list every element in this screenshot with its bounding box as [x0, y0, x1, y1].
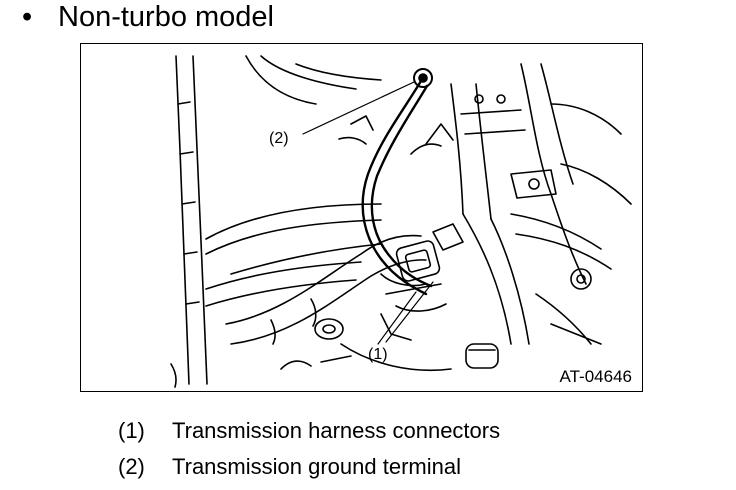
- illustration-figure: (2) (1) AT-04646: [80, 43, 643, 392]
- section-heading: • Non-turbo model: [22, 0, 274, 34]
- callout-2-label: (2): [269, 130, 289, 147]
- heading-text: Non-turbo model: [58, 1, 274, 33]
- legend-text: Transmission harness connectors: [172, 418, 501, 443]
- bullet-marker: •: [22, 1, 33, 33]
- legend-text: Transmission ground terminal: [172, 454, 461, 479]
- callout-1-label: (1): [368, 346, 388, 363]
- legend-number: (2): [118, 454, 145, 479]
- figure-id: AT-04646: [557, 367, 634, 387]
- engine-line-drawing: [170, 55, 632, 388]
- legend-item-1: (1) Transmission harness connectors: [118, 418, 500, 444]
- legend-number: (1): [118, 418, 145, 443]
- legend-item-2: (2) Transmission ground terminal: [118, 454, 461, 480]
